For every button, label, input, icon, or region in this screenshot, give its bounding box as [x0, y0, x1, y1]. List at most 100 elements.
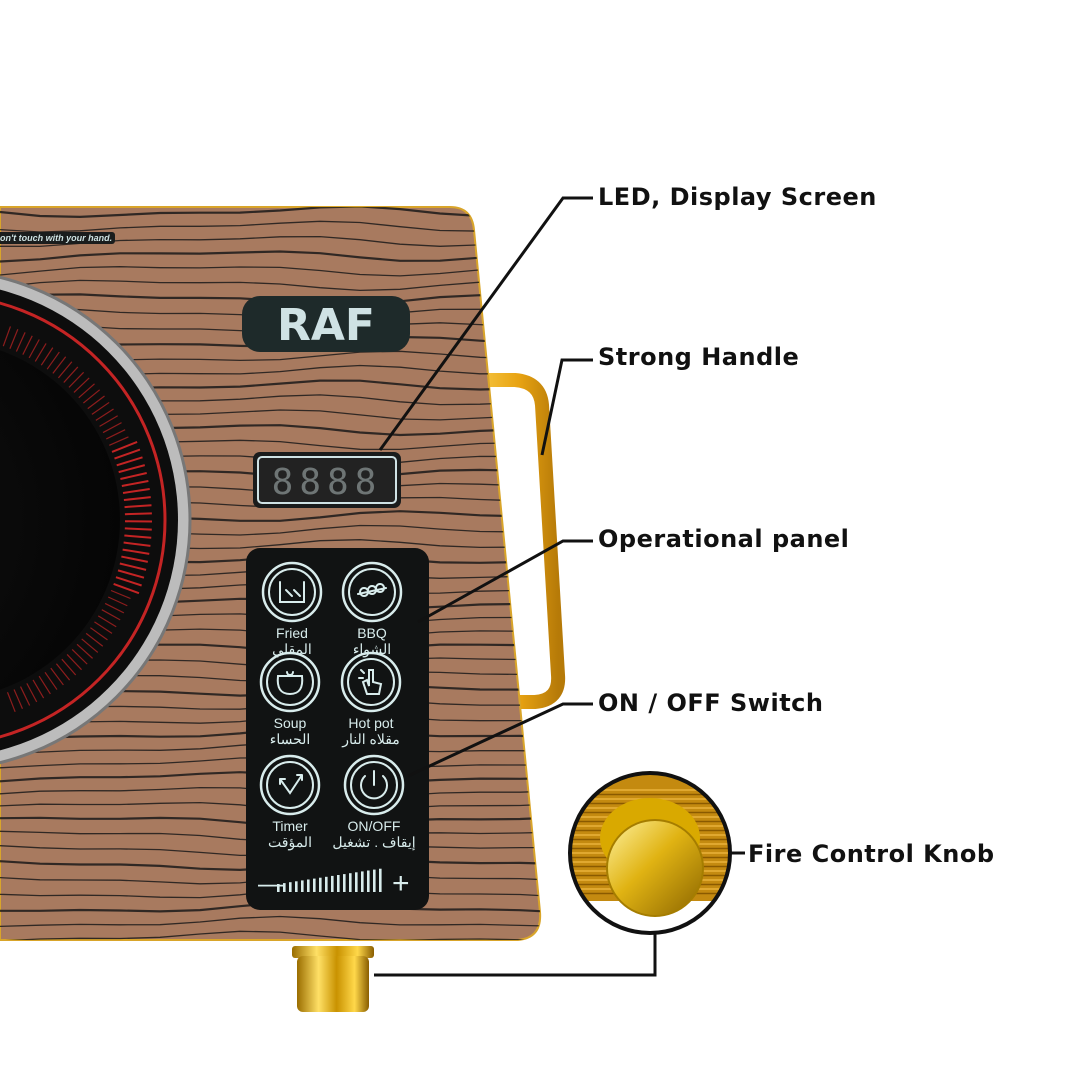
grain-line [0, 946, 560, 956]
heat-tick [32, 679, 45, 699]
heat-tick [99, 415, 118, 427]
heat-tick [119, 562, 147, 571]
slider-bar [379, 868, 382, 892]
slider-bar [355, 872, 358, 892]
slider-bar [367, 870, 370, 892]
burner-plate [0, 268, 192, 772]
slider-bar [301, 880, 304, 892]
slider-plus: + [392, 867, 410, 900]
callout-fire-control-knob: Fire Control Knob [748, 840, 995, 868]
heat-tick [19, 686, 31, 706]
button-label-ar: مقلاه النار [341, 731, 400, 748]
warning-text: on't touch with your hand. [0, 232, 116, 244]
heat-tick [90, 627, 108, 641]
heat-tick [6, 692, 16, 713]
heat-tick [46, 351, 60, 370]
heat-tick [9, 329, 19, 349]
timer-clock-icon [279, 774, 303, 795]
heat-tick [26, 683, 38, 703]
button-label-en: BBQ [357, 625, 387, 641]
button-inner-ring [266, 761, 314, 809]
button-label-en: Fried [276, 625, 308, 641]
button-ring [343, 754, 405, 816]
brand-name: RAF [277, 300, 375, 351]
button-inner-ring [350, 761, 398, 809]
heat-tick [44, 671, 58, 690]
slider-bar [349, 873, 352, 892]
heat-tick [107, 596, 128, 607]
callout-lines [374, 196, 745, 977]
heat-tick [121, 480, 149, 487]
grain-line [0, 250, 541, 263]
heat-tick [102, 422, 122, 434]
knob-stem [292, 946, 374, 1012]
touch-hand-icon [358, 669, 383, 695]
grain-line [0, 220, 541, 233]
slider-bar [313, 878, 316, 892]
heat-tick [122, 548, 150, 555]
heat-tick [116, 456, 143, 467]
grain-line [0, 930, 541, 940]
button-label-ar: المؤقت [268, 834, 312, 851]
heat-tick [124, 504, 152, 509]
led-display: 8888 [253, 452, 401, 508]
heat-tick [76, 643, 94, 659]
callout-operational-panel: Operational panel [598, 525, 850, 553]
button-ring [341, 561, 403, 623]
heat-tick [115, 576, 142, 587]
heat-tick [28, 339, 40, 359]
led-digits: 8888 [272, 462, 383, 503]
callout-on-off-switch: ON / OFF Switch [598, 689, 824, 717]
bbq-skewer-icon [357, 583, 387, 597]
heat-tick [94, 621, 113, 634]
heat-tick [95, 408, 114, 421]
heat-tick [123, 541, 151, 547]
strong-handle [473, 373, 566, 709]
heat-tick [114, 448, 141, 460]
slider-minus: — [258, 868, 284, 898]
heat-tick [71, 649, 88, 665]
heat-tick [110, 589, 131, 600]
slider-bar [277, 884, 280, 892]
heat-tick [101, 609, 121, 621]
button-ring [261, 561, 323, 623]
button-label-ar: إيقاف . تشغيل [332, 834, 415, 851]
fire-control-knob-inset[interactable] [568, 771, 732, 935]
heat-tick [124, 512, 152, 516]
heat-tick [50, 667, 64, 686]
slider-bar [361, 871, 364, 892]
callout-strong-handle: Strong Handle [598, 343, 800, 371]
heat-tick [52, 356, 67, 374]
heat-tick [121, 555, 149, 563]
heat-tick [40, 347, 54, 366]
button-inner-ring [268, 568, 316, 616]
power-level-slider[interactable]: — + [258, 867, 410, 900]
button-label-en: Soup [274, 715, 307, 731]
heat-tick [113, 582, 140, 595]
fried-icon [279, 581, 305, 603]
slider-bar [373, 869, 376, 892]
button-label-ar: الحساء [270, 731, 311, 747]
heat-tick [97, 615, 117, 628]
grain-line [0, 915, 541, 928]
callout-led-display: LED, Display Screen [598, 183, 877, 211]
slider-bar [325, 876, 328, 892]
slider-bar [319, 877, 322, 892]
slider-bar [337, 875, 340, 892]
button-label-en: Hot pot [348, 715, 393, 731]
power-icon [360, 770, 388, 800]
heat-tick [13, 689, 24, 710]
heat-tick [66, 654, 82, 671]
heat-tick [91, 401, 110, 415]
heat-tick [81, 638, 99, 653]
soup-pot-icon [276, 671, 304, 696]
heat-tick [87, 395, 105, 410]
slider-bar [307, 879, 310, 892]
heat-tick [38, 675, 51, 695]
